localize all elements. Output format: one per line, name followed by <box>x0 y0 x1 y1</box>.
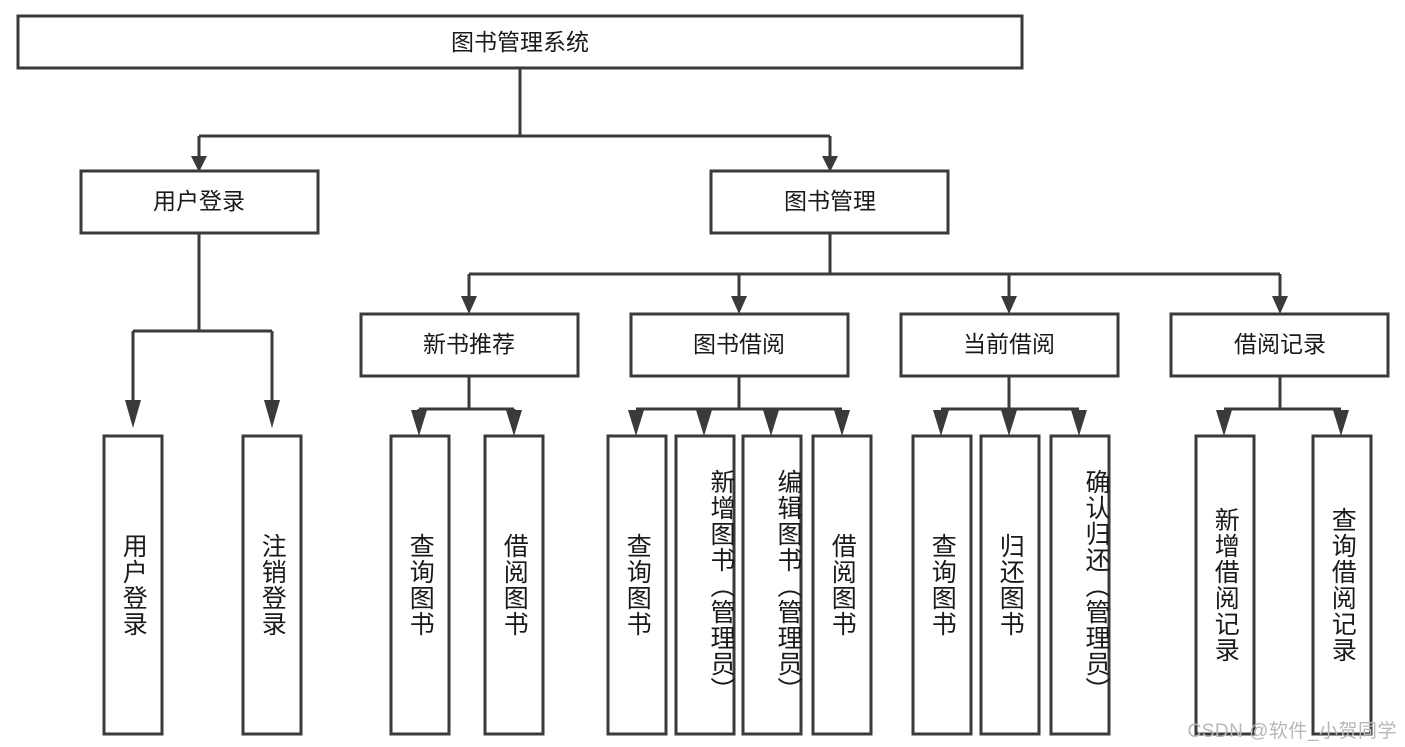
leaf-group-current-borrow <box>911 434 1111 736</box>
connector-group <box>125 68 1349 436</box>
arrowhead-borrow-record <box>1272 296 1288 314</box>
arrowhead-nb-leaf-2 <box>506 410 522 436</box>
leaf-box-bb-borrow-book[interactable] <box>811 434 873 736</box>
node-book-manage-box[interactable] <box>709 169 950 235</box>
leaf-box-bb-edit-book[interactable] <box>741 434 803 736</box>
arrowhead-bb-leaf-4 <box>834 410 850 436</box>
node-root-label: 图书管理系统 <box>451 29 589 55</box>
leaf-box-cb-query-book[interactable] <box>911 434 973 736</box>
arrowhead-cb-leaf-1 <box>933 410 949 436</box>
node-root-box[interactable] <box>16 14 1024 70</box>
leaf-box-bb-add-book[interactable] <box>674 434 736 736</box>
arrowhead-book-manage <box>822 156 838 172</box>
node-book-borrow[interactable]: 图书借阅 <box>629 312 850 378</box>
arrowhead-new-book <box>461 296 477 314</box>
node-book-borrow-box[interactable] <box>629 312 850 378</box>
leaf-box-bb-query-book[interactable] <box>606 434 668 736</box>
arrowhead-cb-leaf-3 <box>1071 410 1087 436</box>
node-book-borrow-label: 图书借阅 <box>693 331 785 357</box>
leaf-group-book-borrow <box>606 434 873 736</box>
node-borrow-record-box[interactable] <box>1169 312 1390 378</box>
leaf-box-user-login[interactable] <box>102 434 164 736</box>
leaf-box-logout[interactable] <box>241 434 303 736</box>
node-borrow-record-label: 借阅记录 <box>1234 331 1326 357</box>
leaf-box-br-query-record[interactable] <box>1311 434 1373 736</box>
node-root[interactable]: 图书管理系统 <box>16 14 1024 70</box>
arrowhead-bb-leaf-1 <box>628 410 644 436</box>
node-current-borrow-label: 当前借阅 <box>963 331 1055 357</box>
node-borrow-record[interactable]: 借阅记录 <box>1169 312 1390 378</box>
node-book-manage-label: 图书管理 <box>784 188 876 214</box>
leaf-box-nb-borrow-book[interactable] <box>483 434 545 736</box>
node-user-login-label: 用户登录 <box>153 188 245 214</box>
leaf-group-new-book-recommend <box>389 434 545 736</box>
leaf-box-nb-query-book[interactable] <box>389 434 451 736</box>
node-new-book-recommend-label: 新书推荐 <box>423 331 515 357</box>
watermark-text: CSDN @软件_小贺同学 <box>1187 721 1397 742</box>
node-book-manage[interactable]: 图书管理 <box>709 169 950 235</box>
leaf-box-br-add-record[interactable] <box>1194 434 1256 736</box>
arrowhead-current-borrow <box>1001 296 1017 314</box>
leaf-group-user-login <box>102 434 303 736</box>
arrowhead-bb-leaf-2 <box>696 410 712 436</box>
leaf-group-borrow-record <box>1194 434 1373 736</box>
arrowhead-leaf-logout <box>264 400 280 428</box>
arrowhead-user-login <box>191 156 207 172</box>
arrowhead-bb-leaf-3 <box>763 410 779 436</box>
arrowhead-br-leaf-2 <box>1333 410 1349 436</box>
arrowhead-br-leaf-1 <box>1216 410 1232 436</box>
arrowhead-leaf-user-login <box>125 400 141 428</box>
leaf-box-cb-return-book[interactable] <box>979 434 1041 736</box>
node-user-login-box[interactable] <box>79 169 320 235</box>
arrowhead-book-borrow <box>731 296 747 314</box>
leaf-box-cb-confirm-return[interactable] <box>1049 434 1111 736</box>
node-current-borrow[interactable]: 当前借阅 <box>899 312 1120 378</box>
arrowhead-cb-leaf-2 <box>1001 410 1017 436</box>
arrowhead-nb-leaf-1 <box>411 410 427 436</box>
node-new-book-recommend[interactable]: 新书推荐 <box>359 312 580 378</box>
node-current-borrow-box[interactable] <box>899 312 1120 378</box>
node-user-login[interactable]: 用户登录 <box>79 169 320 235</box>
node-new-book-recommend-box[interactable] <box>359 312 580 378</box>
